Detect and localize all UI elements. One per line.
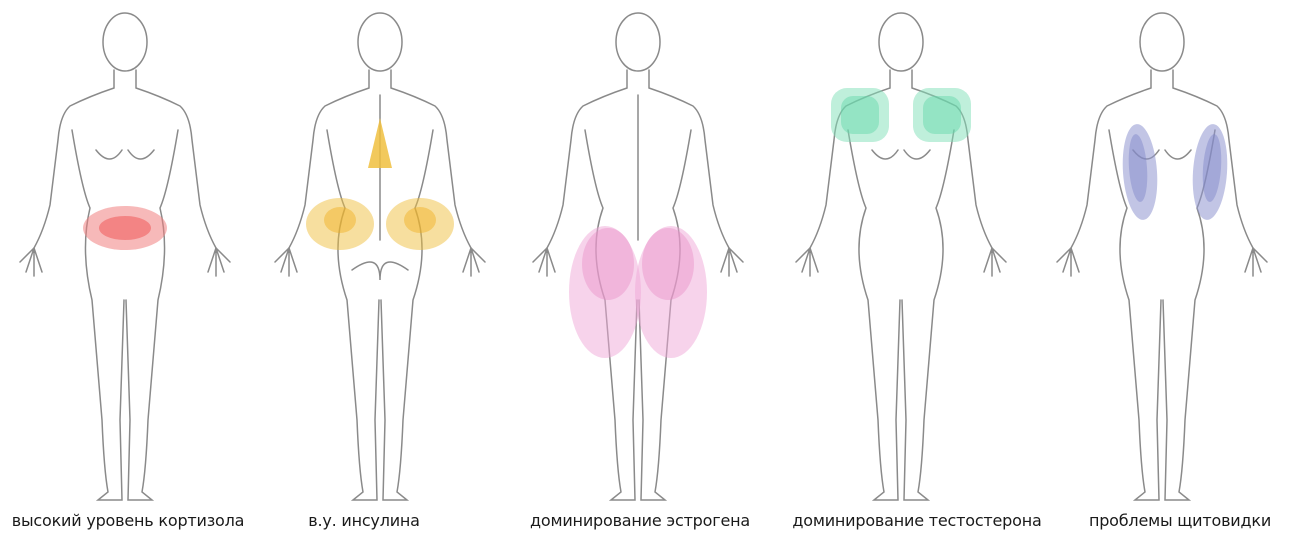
- caption-insulin: в.у. инсулина: [308, 511, 420, 530]
- caption-estrogen: доминирование эстрогена: [530, 511, 750, 530]
- body-figure-estrogen: [508, 0, 768, 510]
- cortisol-zone: [83, 206, 167, 250]
- body-outline: [275, 13, 485, 500]
- thyroid-zone: [1120, 123, 1231, 221]
- estrogen-zone: [569, 226, 707, 358]
- body-figure-thyroid: [1032, 0, 1292, 510]
- caption-cortisol: высокий уровень кортизола: [12, 511, 245, 530]
- caption-thyroid: проблемы щитовидки: [1089, 511, 1271, 530]
- body-outline: [1057, 13, 1267, 500]
- body-outline: [796, 13, 1006, 500]
- testosterone-zone: [831, 88, 971, 142]
- body-figure-cortisol: [0, 0, 260, 510]
- body-figure-insulin: [252, 0, 512, 510]
- body-figure-testosterone: [773, 0, 1033, 510]
- body-outline: [533, 13, 743, 500]
- body-outline: [20, 13, 230, 500]
- caption-testosterone: доминирование тестостерона: [792, 511, 1041, 530]
